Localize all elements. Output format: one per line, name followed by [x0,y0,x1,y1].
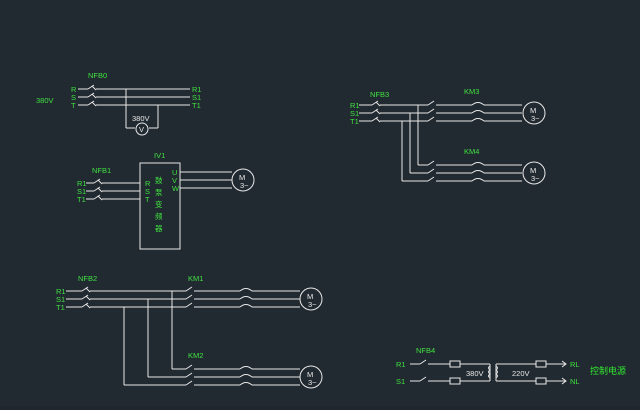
km2-label: KM2 [188,351,203,360]
inv-out-w: W [172,184,180,193]
inv-text-4: 频 [155,211,163,221]
nfb3-wires [359,100,522,182]
nfb1-wires [86,171,232,201]
nfb1-term-r1: R1 [77,179,87,188]
motor-km3-icon [522,101,546,125]
nfb1-term-t1: T1 [77,195,86,204]
motor-km2-label: M [307,370,313,379]
motor-km4-icon [522,161,546,185]
motor-km1-label: M [307,292,313,301]
motor-km2-phase: 3~ [308,378,317,387]
nfb4-wires [410,359,567,385]
inv-in-r: R [145,179,151,188]
km1-label: KM1 [188,274,203,283]
motor-km3-label: M [530,106,536,115]
nfb1-term-s1: S1 [77,187,86,196]
nfb0-out-t1: T1 [192,101,201,110]
nfb1-label: NFB1 [92,166,111,175]
km3-label: KM3 [464,87,479,96]
inv-in-t: T [145,195,150,204]
inv-text-5: 器 [155,224,163,233]
motor-iv1-label: M [239,173,245,182]
nfb4-vin: 380V [466,369,484,378]
nfb0-out-s1: S1 [192,93,201,102]
nfb2-term-r1: R1 [56,287,66,296]
nfb4-block: NFB4 R1 S1 380V 220V RL NL 控制电源 [396,346,626,386]
nfb4-term-r1: R1 [396,360,406,369]
motor-km4-label: M [530,166,536,175]
nfb0-voltage-label: 380V [36,96,54,105]
inv-text-1: 鼓 [155,175,163,185]
nfb4-out-nl: NL [570,377,580,386]
nfb1-block: NFB1 IV1 R1 S1 T1 R S T U V W 鼓 泵 变 频 器 … [77,151,255,250]
inv-text-3: 变 [155,199,163,209]
motor-km1-phase: 3~ [308,300,317,309]
inv-in-s: S [145,187,150,196]
nfb4-out-rl: RL [570,360,580,369]
nfb0-out-r1: R1 [192,85,202,94]
inverter-label: IV1 [154,151,165,160]
nfb0-term-r: R [71,85,77,94]
nfb3-block: NFB3 KM3 KM4 R1 S1 T1 M 3~ M 3~ [350,87,546,185]
motor-km1-icon [299,287,323,311]
motor-km3-phase: 3~ [531,114,540,123]
inv-text-2: 泵 [155,188,163,197]
km4-label: KM4 [464,147,479,156]
voltmeter-value: 380V [132,114,150,123]
nfb3-term-r1: R1 [350,101,360,110]
voltmeter-icon [135,122,149,136]
nfb0-block: NFB0 380V R S T V 380V R1 S1 T1 [36,71,202,136]
nfb3-term-t1: T1 [350,117,359,126]
nfb0-wires [78,84,190,129]
nfb4-vout: 220V [512,369,530,378]
motor-km2-icon [299,365,323,389]
nfb2-block: NFB2 KM1 KM2 R1 S1 T1 M 3~ M 3~ [56,274,323,389]
nfb4-term-s1: S1 [396,377,405,386]
motor-km4-phase: 3~ [531,174,540,183]
nfb2-term-s1: S1 [56,295,65,304]
nfb4-label: NFB4 [416,346,435,355]
voltmeter-symbol: V [139,125,144,134]
control-power-title: 控制电源 [590,365,626,376]
nfb3-term-s1: S1 [350,109,359,118]
inverter-box [139,162,181,250]
nfb0-label: NFB0 [88,71,107,80]
motor-iv1-icon [231,168,255,192]
nfb2-term-t1: T1 [56,303,65,312]
nfb3-label: NFB3 [370,90,389,99]
motor-iv1-phase: 3~ [240,181,249,190]
inv-out-u: U [172,168,177,177]
nfb0-term-t: T [71,101,76,110]
nfb2-label: NFB2 [78,274,97,283]
inv-out-v: V [172,176,177,185]
nfb2-wires [66,286,300,386]
nfb0-term-s: S [71,93,76,102]
